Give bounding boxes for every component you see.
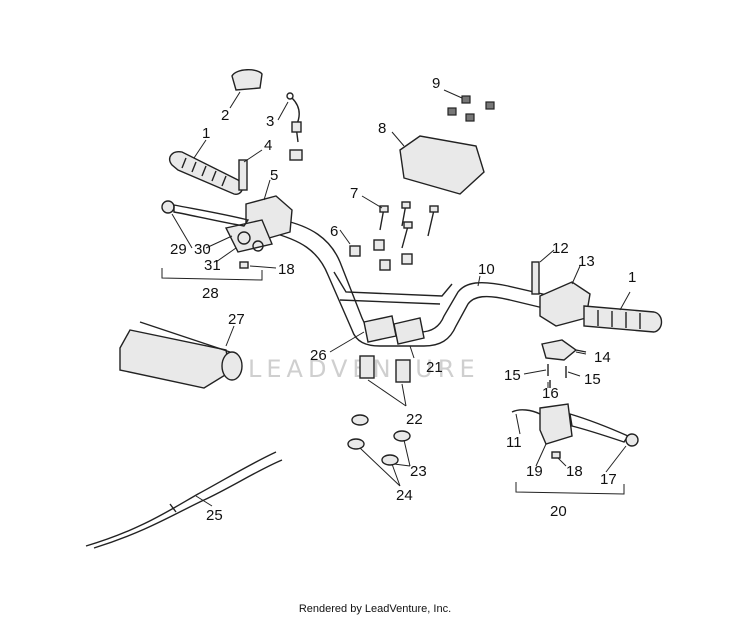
item-13-switch-housing (539, 281, 591, 327)
item-8-cover (399, 135, 485, 195)
item-9-nuts (447, 95, 495, 122)
callout-30: 30 (194, 241, 211, 258)
callout-12: 12 (552, 240, 569, 257)
item-18-nut-right (551, 451, 561, 459)
callout-19: 19 (526, 463, 543, 480)
group-28-bracket (161, 268, 263, 281)
callout-15-right: 15 (584, 371, 601, 388)
callout-1-right: 1 (628, 269, 636, 286)
callout-31: 31 (204, 257, 221, 274)
callout-13: 13 (578, 253, 595, 270)
item-4-pin (238, 159, 248, 191)
leader-lines (171, 89, 631, 507)
render-credit: Rendered by LeadVenture, Inc. (298, 603, 452, 615)
right-grip (583, 305, 663, 333)
callout-24: 24 (396, 487, 413, 504)
callout-16: 16 (542, 385, 559, 402)
callout-4: 4 (264, 137, 272, 154)
item-26-clamp (363, 315, 425, 345)
callout-23: 23 (410, 463, 427, 480)
callout-20: 20 (550, 503, 567, 520)
item-12-pin (531, 261, 540, 295)
callout-26: 26 (310, 347, 327, 364)
item-23-24-washers (347, 414, 411, 466)
item-27-pad (119, 321, 243, 389)
item-15-16-screws (547, 364, 567, 388)
callout-25: 25 (206, 507, 223, 524)
callouts: 1 2 3 4 5 6 7 8 9 10 11 12 13 1 14 15 15… (170, 75, 636, 524)
item-18-nut-left (239, 261, 249, 269)
callout-22: 22 (406, 411, 423, 428)
callout-14: 14 (594, 349, 611, 366)
callout-18-right: 18 (566, 463, 583, 480)
callout-21: 21 (426, 359, 443, 376)
group-20-bracket (515, 482, 625, 495)
callout-18-left: 18 (278, 261, 295, 278)
callout-17: 17 (600, 471, 617, 488)
item-14-block (541, 339, 587, 361)
callout-27: 27 (228, 311, 245, 328)
callout-5: 5 (270, 167, 278, 184)
callout-28: 28 (202, 285, 219, 302)
callout-2: 2 (221, 107, 229, 124)
item-25-cable (85, 451, 283, 549)
callout-10: 10 (478, 261, 495, 278)
callout-11: 11 (506, 434, 522, 451)
callout-15-left: 15 (504, 367, 521, 384)
item-29-lever (161, 200, 250, 227)
callout-1-left: 1 (202, 125, 210, 142)
item-2-cover (231, 69, 263, 91)
item-22-risers (359, 355, 411, 383)
item-3-switch-wire (286, 92, 303, 161)
callout-3: 3 (266, 113, 274, 130)
item-5-master-cylinder (224, 195, 293, 253)
callout-6: 6 (330, 223, 338, 240)
callout-29: 29 (170, 241, 187, 258)
callout-9: 9 (432, 75, 440, 92)
callout-7: 7 (350, 185, 358, 202)
item-6-spacers (349, 239, 413, 271)
left-grip (168, 150, 244, 195)
item-11-lever-assembly (511, 403, 639, 447)
callout-8: 8 (378, 120, 386, 137)
item-7-bolts (379, 201, 439, 249)
